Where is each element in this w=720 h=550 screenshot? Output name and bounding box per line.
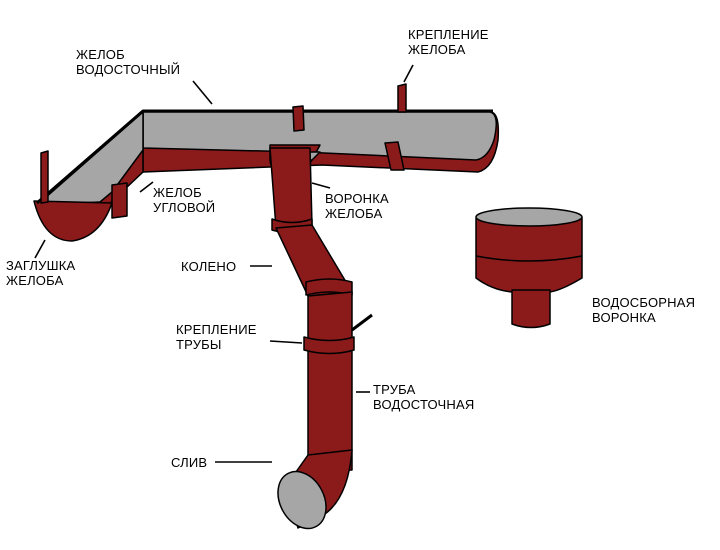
- label-gutter-funnel-line2: ЖЕЛОБА: [325, 206, 383, 221]
- corner-joint: [111, 182, 128, 219]
- pipe-lower: [307, 291, 353, 473]
- label-pipe-bracket: КРЕПЛЕНИЕ ТРУБЫ: [176, 322, 257, 352]
- label-gutter-bracket-line1: КРЕПЛЕНИЕ: [408, 27, 489, 42]
- collector-opening: [475, 207, 583, 227]
- label-gutter: ЖЕЛОБ ВОДОСТОЧНЫЙ: [76, 47, 180, 77]
- collector-band: [475, 255, 583, 262]
- outlet-mouth: [277, 470, 327, 530]
- mid-bracket: [292, 105, 305, 132]
- label-pipe-bracket-line1: КРЕПЛЕНИЕ: [176, 322, 257, 337]
- label-end-cap-line2: ЖЕЛОБА: [6, 273, 64, 288]
- label-corner-gutter: ЖЕЛОБ УГЛОВОЙ: [153, 185, 215, 215]
- label-downpipe-line1: ТРУБА: [373, 382, 416, 397]
- label-gutter-bracket-line2: ЖЕЛОБА: [408, 42, 466, 57]
- gutter-rim: [36, 109, 493, 205]
- leader-gutter: [192, 80, 213, 105]
- label-gutter-line1: ЖЕЛОБ: [76, 47, 125, 62]
- gutter-bracket-strap: [384, 141, 405, 171]
- pipe-upper: [269, 147, 313, 229]
- pipe-bracket-arm: [351, 313, 373, 332]
- leader-corner-gutter: [139, 181, 154, 193]
- label-elbow-line1: КОЛЕНО: [181, 259, 237, 274]
- pipe-bracket-band: [303, 336, 355, 355]
- label-elbow: КОЛЕНО: [181, 259, 236, 274]
- leader-gutter-funnel: [311, 182, 331, 189]
- leader-gutter-bracket: [403, 64, 414, 83]
- collector-bowl: [475, 217, 583, 293]
- label-end-cap-line1: ЗАГЛУШКА: [6, 258, 76, 273]
- label-collector-funnel-line2: ВОРОНКА: [592, 310, 656, 325]
- gutter-inner: [142, 111, 497, 161]
- label-gutter-bracket: КРЕПЛЕНИЕ ЖЕЛОБА: [408, 27, 489, 57]
- label-pipe-bracket-line2: ТРУБЫ: [176, 337, 222, 352]
- end-cap: [33, 200, 113, 242]
- label-corner-gutter-line1: ЖЕЛОБ: [153, 185, 202, 200]
- leader-pipe-bracket: [269, 340, 303, 344]
- end-bracket: [40, 150, 49, 204]
- label-gutter-funnel: ВОРОНКА ЖЕЛОБА: [325, 191, 389, 221]
- label-downpipe-line2: ВОДОСТОЧНАЯ: [373, 397, 475, 412]
- collector-neck: [511, 289, 551, 329]
- label-collector-funnel-line1: ВОДОСБОРНАЯ: [592, 295, 696, 310]
- leader-end-cap: [34, 239, 46, 259]
- label-outlet-line1: СЛИВ: [171, 455, 208, 470]
- label-downpipe: ТРУБА ВОДОСТОЧНАЯ: [373, 382, 474, 412]
- label-outlet: СЛИВ: [171, 455, 207, 470]
- label-end-cap: ЗАГЛУШКА ЖЕЛОБА: [6, 258, 75, 288]
- leader-lines: [34, 64, 414, 463]
- label-gutter-funnel-line1: ВОРОНКА: [325, 191, 389, 206]
- gutter-bracket-hook: [397, 83, 407, 113]
- label-corner-gutter-line2: УГЛОВОЙ: [153, 200, 216, 215]
- label-collector-funnel: ВОДОСБОРНАЯ ВОРОНКА: [592, 295, 695, 325]
- label-gutter-line2: ВОДОСТОЧНЫЙ: [76, 62, 181, 77]
